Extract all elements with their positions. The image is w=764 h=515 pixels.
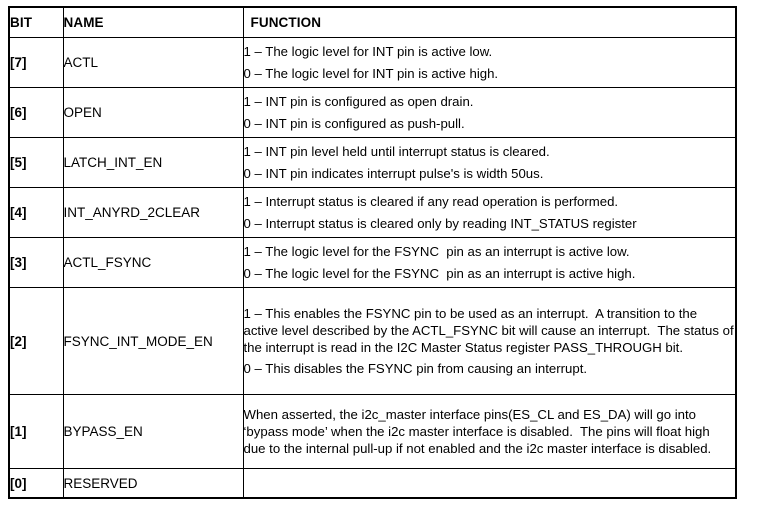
cell-function: 1 – The logic level for INT pin is activ… — [242, 37, 737, 88]
function-line: 0 – INT pin is configured as push-pull. — [243, 115, 465, 131]
column-header-name: NAME — [62, 6, 244, 38]
function-line: 1 – Interrupt status is cleared if any r… — [243, 194, 619, 210]
cell-bit: [5] — [8, 137, 64, 188]
function-line: 1 – INT pin is configured as open drain. — [243, 94, 474, 110]
cell-bit: [7] — [8, 37, 64, 88]
cell-name: OPEN — [62, 87, 244, 138]
function-line: 0 – This disables the FSYNC pin from cau… — [243, 361, 588, 377]
function-line: 1 – This enables the FSYNC pin to be use… — [243, 305, 738, 355]
function-line: 1 – INT pin level held until interrupt s… — [243, 144, 550, 160]
cell-name: RESERVED — [62, 468, 244, 499]
cell-name: LATCH_INT_EN — [62, 137, 244, 188]
column-header-bit: BIT — [8, 6, 64, 38]
cell-function — [242, 468, 737, 499]
function-line: 0 – The logic level for INT pin is activ… — [243, 65, 499, 81]
function-line: 1 – The logic level for the FSYNC pin as… — [243, 244, 630, 260]
function-line: 0 – INT pin indicates interrupt pulse's … — [243, 165, 544, 181]
cell-bit: [0] — [8, 468, 64, 499]
cell-function: When asserted, the i2c_master interface … — [242, 394, 737, 469]
column-header-function: FUNCTION — [242, 6, 737, 38]
table-header: BIT NAME FUNCTION — [8, 6, 737, 38]
function-line: 0 – Interrupt status is cleared only by … — [243, 215, 637, 231]
cell-bit: [1] — [8, 394, 64, 469]
cell-name: INT_ANYRD_2CLEAR — [62, 187, 244, 238]
cell-function: 1 – INT pin is configured as open drain.… — [242, 87, 737, 138]
cell-function: 1 – Interrupt status is cleared if any r… — [242, 187, 737, 238]
cell-name: BYPASS_EN — [62, 394, 244, 469]
table-row: [0]RESERVED — [8, 468, 737, 499]
cell-function: 1 – This enables the FSYNC pin to be use… — [242, 287, 738, 395]
function-line: 0 – The logic level for the FSYNC pin as… — [243, 265, 636, 281]
cell-function: 1 – INT pin level held until interrupt s… — [242, 137, 737, 188]
function-line: When asserted, the i2c_master interface … — [243, 406, 714, 457]
cell-function: 1 – The logic level for the FSYNC pin as… — [242, 237, 737, 288]
cell-name: ACTL_FSYNC — [62, 237, 244, 288]
header-row: BIT NAME FUNCTION — [8, 6, 737, 38]
cell-name: FSYNC_INT_MODE_EN — [62, 287, 244, 395]
cell-bit: [3] — [8, 237, 64, 288]
function-line: 1 – The logic level for INT pin is activ… — [243, 44, 493, 60]
cell-bit: [2] — [8, 287, 64, 395]
cell-bit: [6] — [8, 87, 64, 138]
cell-bit: [4] — [8, 187, 64, 238]
cell-name: ACTL — [62, 37, 244, 88]
